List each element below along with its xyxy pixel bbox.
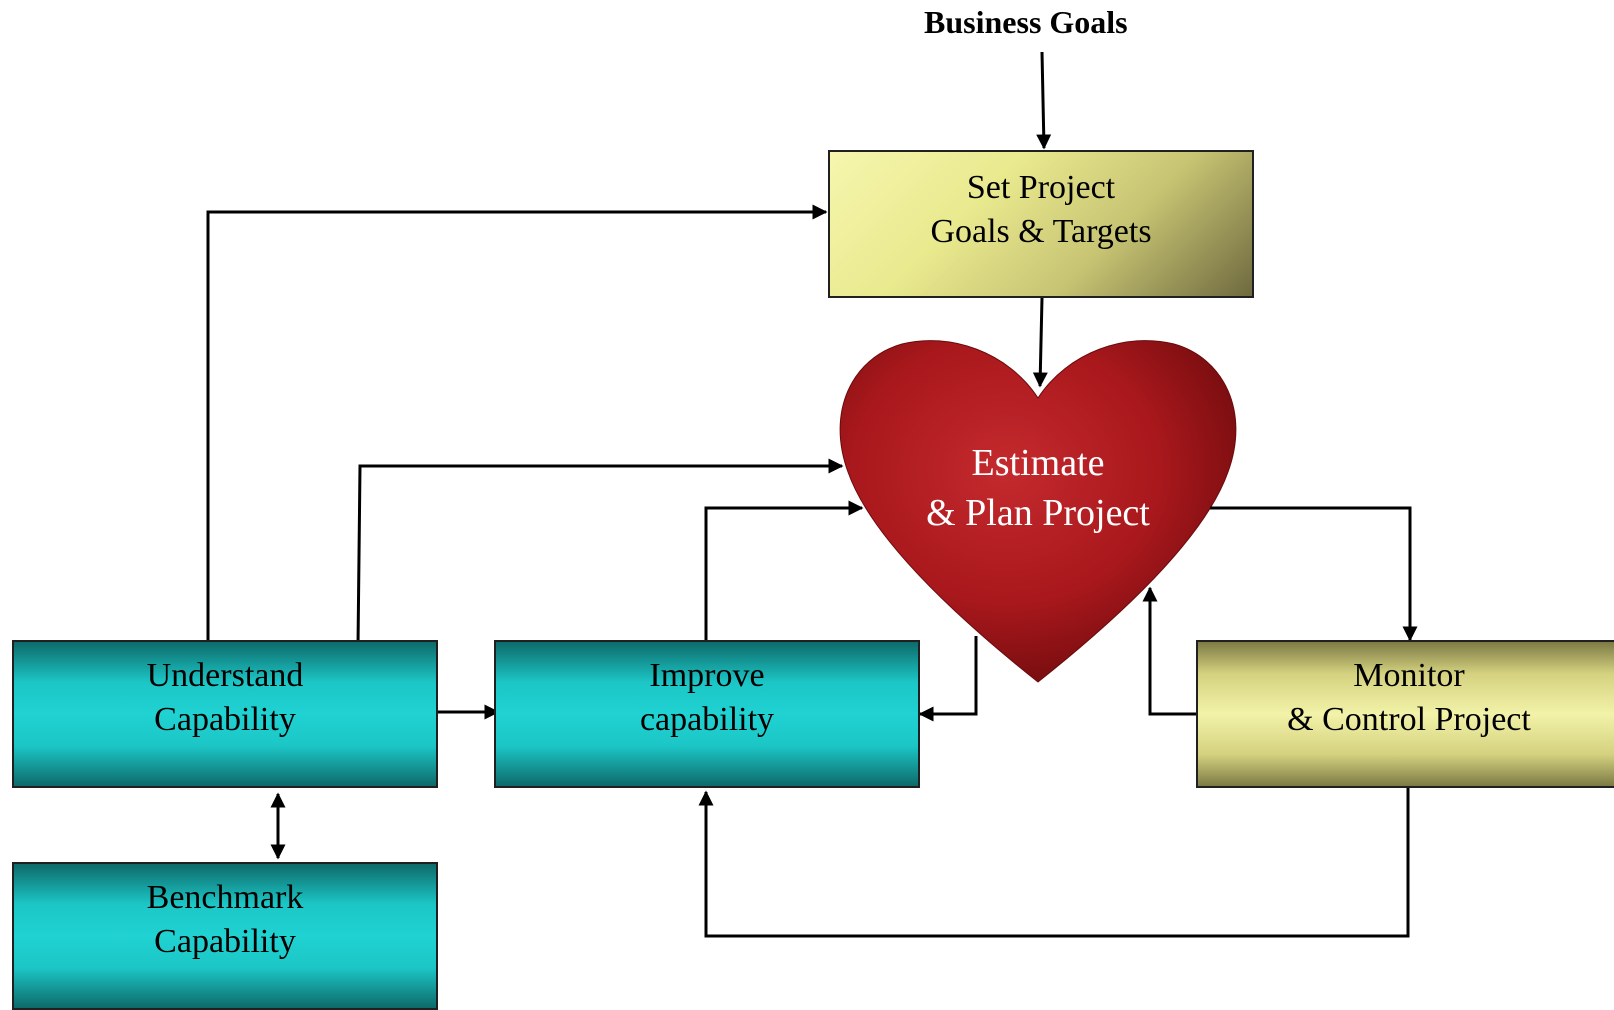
understand-line1: Understand <box>146 657 304 694</box>
estimate-label: Estimate & Plan Project <box>888 438 1188 538</box>
business-goals-label: Business Goals <box>924 4 1128 40</box>
monitor-line1: Monitor <box>1353 657 1465 694</box>
understand-capability-box: Understand Capability <box>12 640 438 788</box>
estimate-line1: Estimate <box>971 442 1105 484</box>
arrow-business-goals-to-set <box>1036 51 1052 150</box>
arrow-improve-to-estimate <box>704 500 864 640</box>
arrow-estimate-to-monitor <box>1210 506 1418 642</box>
set-goals-line2: Goals & Targets <box>930 213 1152 250</box>
arrow-monitor-to-estimate <box>1142 586 1196 716</box>
set-goals-box: Set Project Goals & Targets <box>828 150 1254 298</box>
monitor-line2: & Control Project <box>1287 701 1531 738</box>
benchmark-line1: Benchmark <box>146 879 304 916</box>
heart-shape <box>839 340 1237 683</box>
understand-line2: Capability <box>154 701 296 738</box>
set-goals-line1: Set Project <box>966 169 1116 206</box>
estimate-line2: & Plan Project <box>926 492 1150 534</box>
monitor-control-box: Monitor & Control Project <box>1196 640 1614 788</box>
arrow-monitor-to-improve <box>698 788 1410 938</box>
benchmark-capability-box: Benchmark Capability <box>12 862 438 1010</box>
improve-line2: capability <box>639 701 775 738</box>
arrow-estimate-to-improve <box>918 636 978 722</box>
arrow-understand-to-set <box>206 204 828 640</box>
arrow-set-to-estimate <box>1032 297 1048 388</box>
improve-capability-box: Improve capability <box>494 640 920 788</box>
improve-line1: Improve <box>649 657 765 694</box>
benchmark-line2: Capability <box>154 923 296 960</box>
arrow-understand-to-estimate <box>356 458 844 647</box>
